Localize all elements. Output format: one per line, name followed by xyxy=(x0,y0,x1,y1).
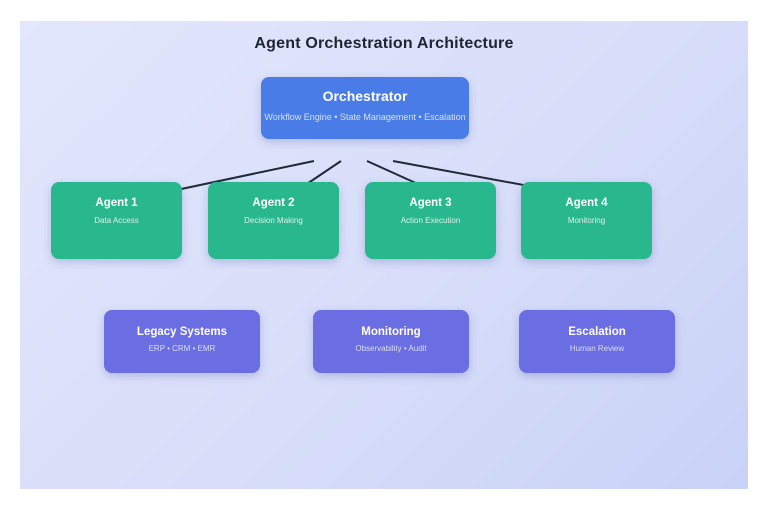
legacy-systems-subtitle: ERP • CRM • EMR xyxy=(148,344,216,353)
legacy-systems-node: Legacy Systems ERP • CRM • EMR xyxy=(104,310,260,373)
escalation-node: Escalation Human Review xyxy=(519,310,675,373)
agent-4-node: Agent 4 Monitoring xyxy=(521,182,652,259)
escalation-title: Escalation xyxy=(568,326,626,338)
agent-2-subtitle: Decision Making xyxy=(244,216,303,225)
legacy-systems-title: Legacy Systems xyxy=(136,326,228,338)
agent-1-node: Agent 1 Data Access xyxy=(51,182,182,259)
monitoring-title: Monitoring xyxy=(361,326,421,338)
agent-1-subtitle: Data Access xyxy=(94,216,139,225)
agent-3-subtitle: Action Execution xyxy=(400,216,461,225)
agent-3-title: Agent 3 xyxy=(409,197,452,209)
orchestrator-node: Orchestrator Workflow Engine • State Man… xyxy=(261,77,469,139)
agent-4-subtitle: Monitoring xyxy=(567,216,606,225)
agent-4-title: Agent 4 xyxy=(565,197,608,209)
monitoring-node: Monitoring Observability • Audit xyxy=(313,310,469,373)
escalation-subtitle: Human Review xyxy=(569,344,625,353)
orchestrator-title: Orchestrator xyxy=(322,88,408,104)
agent-2-title: Agent 2 xyxy=(252,197,295,209)
agent-1-title: Agent 1 xyxy=(95,197,138,209)
agent-3-node: Agent 3 Action Execution xyxy=(365,182,496,259)
monitoring-subtitle: Observability • Audit xyxy=(355,344,427,353)
diagram-title: Agent Orchestration Architecture xyxy=(254,35,514,52)
orchestrator-subtitle: Workflow Engine • State Management • Esc… xyxy=(264,112,466,122)
agent-2-node: Agent 2 Decision Making xyxy=(208,182,339,259)
